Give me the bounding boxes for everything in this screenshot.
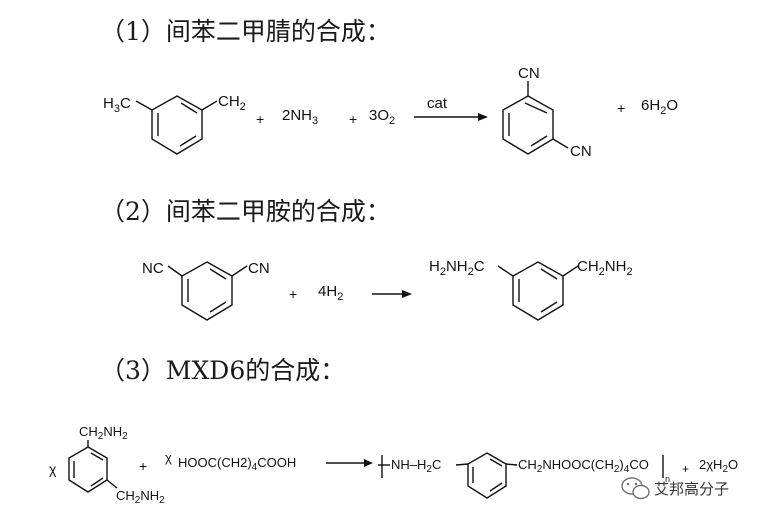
reaction-1: H3C CH2 + 2NH3 + 3O2 cat CN CN + 6H2O [103,65,678,160]
catalyst-label: cat [427,95,448,112]
polymer-benzene-ring [455,452,518,499]
plus-sign: + [617,100,625,116]
aminomethyl-bottom: CH2NH2 [116,488,165,506]
hydrogen: 4H2 [318,283,343,303]
polymer-left-group: NH–H2C [391,457,441,475]
isophthalonitrile-structure [167,261,248,321]
adipic-acid: HOOC(CH2)4COOH [178,455,296,473]
reaction-2: NC CN + 4H2 H2NH2C CH2NH2 [142,258,633,321]
section-3-title: （3）MXD6的合成： [100,356,346,385]
water: 2χH2O [699,457,738,475]
reaction-3: χ CH2NH2 CH2NH2 + χ HOOC(CH2)4COOH NH–H2… [49,424,738,506]
watermark-text: 艾邦高分子 [654,480,730,498]
reaction-arrow [414,113,488,121]
nitrile-left: NC [142,260,164,277]
section-1-title: （1）间苯二甲腈的合成： [100,17,391,46]
m-xylene-structure [135,95,218,155]
nitrile-right: CN [248,260,270,277]
water: 6H2O [641,97,678,117]
isophthalonitrile-structure [502,81,569,155]
nitrile-top: CN [518,65,540,82]
plus-sign: + [349,111,357,127]
reaction-arrow [326,459,373,467]
section-2-title: （2）间苯二甲胺的合成： [100,197,391,226]
aminomethyl-right: CH2NH2 [577,258,633,278]
polymer-bracket-left [378,455,390,478]
nitrile-right: CN [570,143,592,160]
plus-sign: + [256,111,264,127]
plus-sign: + [289,286,297,302]
aminomethyl-top: CH2NH2 [79,424,128,442]
coefficient: χ [49,461,57,477]
plus-sign: + [139,458,147,474]
methyl-right: CH2 [218,93,246,113]
m-xylylenediamine-structure [497,261,579,321]
aminomethyl-left: H2NH2C [429,258,485,278]
polymer-right-group: CH2NHOOC(CH2)4CO [518,457,649,475]
oxygen: 3O2 [369,107,395,127]
wechat-icon [621,477,650,500]
coefficient: χ [165,450,172,465]
degree-of-polymerization: n [665,474,670,484]
m-xylylenediamine-structure [68,440,118,493]
ammonia: 2NH3 [282,107,318,127]
reaction-arrow [372,290,412,298]
methyl-left: H3C [103,95,131,115]
plus-sign: + [682,462,689,476]
